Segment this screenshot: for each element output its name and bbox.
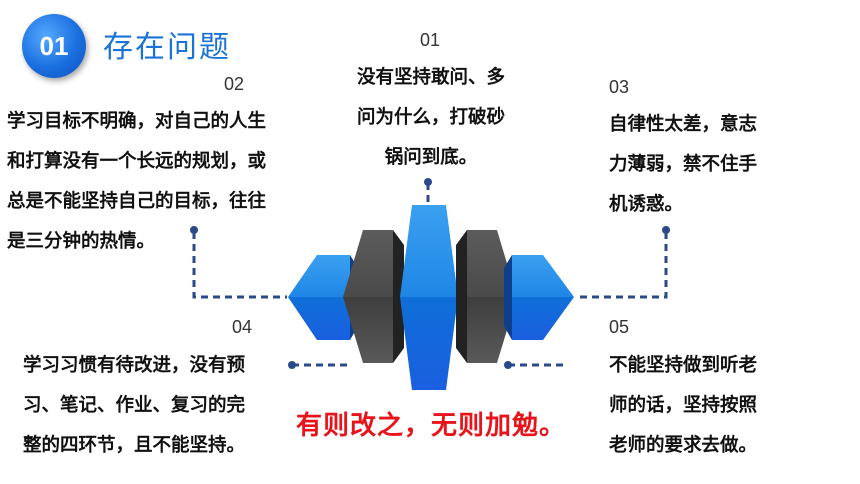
item-02-line: 学习目标不明确，对自己的人生	[7, 111, 267, 132]
item-03-line: 力薄弱，禁不住手	[609, 154, 758, 175]
item-04-line: 习、笔记、作业、复习的完	[23, 395, 246, 416]
item-05-line: 不能坚持做到听老	[609, 355, 758, 376]
item-text-02: 学习目标不明确，对自己的人生 和打算没有一个长远的规划，或 总是不能坚持自己的目…	[7, 102, 266, 262]
item-text-01: 没有坚持敢问、多 问为什么，打破砂 锅问到底。	[346, 58, 516, 178]
item-02-line: 和打算没有一个长远的规划，或	[7, 151, 267, 172]
slogan: 有则改之，无则加勉。	[296, 411, 567, 441]
item-04-line: 整的四环节，且不能坚持。	[23, 435, 246, 456]
connector-dot-02	[190, 226, 198, 234]
connector-03	[576, 232, 668, 299]
connector-dot-03	[662, 226, 670, 234]
item-number-03: 03	[609, 77, 630, 97]
item-text-04: 学习习惯有待改进，没有预 习、笔记、作业、复习的完 整的四环节，且不能坚持。	[23, 346, 245, 466]
item-03-line: 自律性太差，意志	[609, 114, 758, 135]
item-number-05: 05	[609, 317, 630, 337]
connector-dot-05	[504, 361, 512, 369]
item-number-02: 02	[224, 74, 245, 94]
connector-dot-01	[424, 178, 432, 186]
item-01-line: 锅问到底。	[384, 147, 478, 168]
connector-02	[192, 232, 287, 299]
item-01-line: 没有坚持敢问、多	[356, 67, 505, 88]
item-04-line: 学习习惯有待改进，没有预	[23, 355, 246, 376]
item-02-line: 是三分钟的热情。	[7, 231, 156, 252]
block-center	[400, 205, 458, 390]
item-text-03: 自律性太差，意志 力薄弱，禁不住手 机诱惑。	[609, 105, 757, 225]
item-01-line: 问为什么，打破砂	[356, 107, 505, 128]
connector-dot-04	[288, 361, 296, 369]
section-number-badge: 01	[22, 14, 86, 78]
item-number-01: 01	[420, 30, 441, 50]
item-02-line: 总是不能坚持自己的目标，往往	[7, 191, 267, 212]
item-05-line: 老师的要求去做。	[609, 435, 758, 456]
block-right-outer	[504, 255, 574, 340]
item-05-line: 师的话，坚持按照	[609, 395, 758, 416]
item-text-05: 不能坚持做到听老 师的话，坚持按照 老师的要求去做。	[609, 346, 757, 466]
item-number-04: 04	[232, 317, 253, 337]
item-03-line: 机诱惑。	[609, 194, 684, 215]
block-left-inner	[343, 230, 404, 363]
page-title: 存在问题	[103, 30, 231, 65]
